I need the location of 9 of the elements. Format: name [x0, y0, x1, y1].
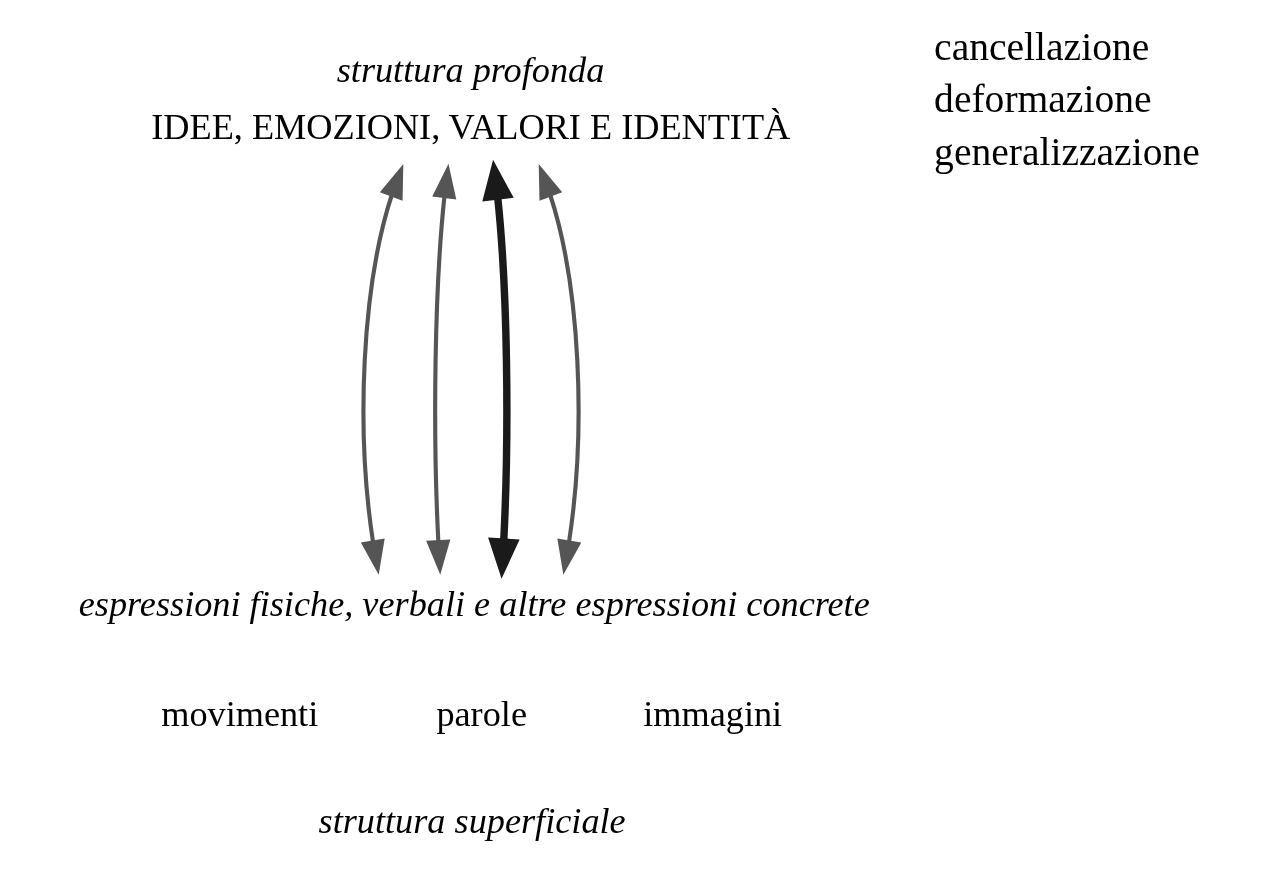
label: generalizzazione [934, 130, 1200, 175]
node-text: struttura profonda IDEE, EMOZIONI, VALORI E IDENTITÀ [151, 49, 791, 148]
arrow [538, 163, 582, 575]
node-text: espressioni fisiche, verbali e altre espressioni concrete movimenti parole immagini struttura superficiale [78, 583, 870, 842]
arrow [426, 163, 457, 575]
label: cancellazione [934, 24, 1150, 69]
arrow [360, 163, 404, 575]
arrow [482, 159, 520, 579]
label: deformazione [934, 77, 1152, 122]
